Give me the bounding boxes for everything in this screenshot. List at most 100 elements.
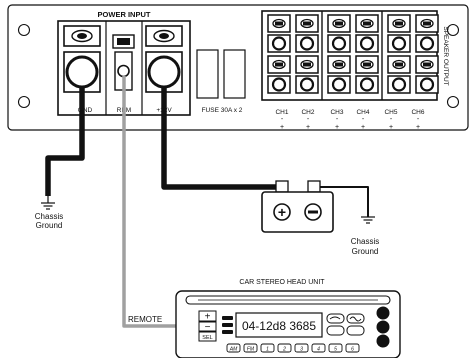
channel-label: CH3 [330,109,343,116]
bplus-terminal [145,25,183,93]
channel-label: CH4 [356,109,369,116]
remote-label: REMOTE [128,315,162,324]
battery-terminal-neg [307,180,321,193]
screw-terminal-icon [327,75,351,94]
channel-pos-sign: + [416,124,420,131]
screw-clamp-icon [415,55,439,74]
preset-button[interactable] [260,343,275,353]
power-input-title: POWER INPUT [98,10,151,19]
screw-clamp-icon [295,55,319,74]
mount-hole-icon [446,95,460,109]
mount-hole-icon [17,95,31,109]
channel-neg-sign: - [307,116,310,123]
screw-clamp-icon [387,14,411,33]
screw-clamp-icon [267,55,291,74]
power-wire [161,88,282,190]
ground-label: Chassis [351,237,379,246]
ground-label: Chassis [35,212,63,221]
mini-button[interactable] [222,330,233,334]
screw-terminal-icon [267,75,291,94]
volume-up-label: + [205,312,211,323]
mini-button[interactable] [222,323,233,327]
eq-button[interactable] [326,313,345,324]
preset-button-label: 2 [282,346,286,352]
speaker-output-block: SPEAKER OUTPUT [261,10,449,101]
preset-button[interactable] [226,343,241,353]
screw-terminal-icon [387,34,411,53]
channel-label: CH6 [411,109,424,116]
preset-button[interactable] [294,343,309,353]
battery-pos-symbol: + [278,204,286,220]
fuse-block: FUSE 30A x 2 [196,49,246,114]
channel-pos-sign: + [280,124,284,131]
preset-button-label: AM [229,346,238,352]
battery-neg-symbol [308,210,318,214]
channel-neg-sign: - [281,116,284,123]
screw-clamp-icon [295,14,319,33]
remote-wire [122,76,178,328]
battery: + [261,180,334,233]
channel-pos-sign: + [361,124,365,131]
chassis-ground-icon [361,216,375,224]
screw-clamp-icon [355,55,379,74]
mode-button[interactable] [346,325,365,336]
mode-button[interactable] [326,325,345,336]
screw-terminal-icon [295,75,319,94]
battery-terminal-pos [275,180,289,193]
fuse-icon [223,49,246,99]
channel-neg-sign: - [336,116,339,123]
mount-hole-icon [17,23,31,37]
channel-neg-sign: - [362,116,365,123]
battery-body [261,191,334,233]
select-label: SEL [202,335,212,341]
head-unit-title: CAR STEREO HEAD UNIT [239,279,325,286]
preset-button[interactable] [243,343,258,353]
screw-terminal-icon [355,75,379,94]
preset-button-label: 1 [266,346,269,352]
mini-button[interactable] [222,316,233,320]
speaker-output-title: SPEAKER OUTPUT [442,26,449,85]
rem-terminal [112,34,135,91]
screw-clamp-icon [267,14,291,33]
screw-clamp-icon [327,55,351,74]
preset-button[interactable] [345,343,360,353]
channel-label: CH2 [301,109,314,116]
ground-label: Ground [352,247,379,256]
channel-label: CH5 [384,109,397,116]
screw-clamp-icon [355,14,379,33]
channel-pos-sign: + [389,124,393,131]
screw-terminal-icon [327,34,351,53]
ground-wire [45,88,85,196]
select-button[interactable] [198,331,217,342]
preset-button-label: FM [247,346,255,352]
channel-neg-sign: - [417,116,420,123]
gnd-terminal [63,25,101,93]
gnd-label: GND [78,107,93,114]
preset-button[interactable] [277,343,292,353]
preset-button[interactable] [328,343,343,353]
volume-down-button[interactable] [198,321,217,332]
channel-neg-sign: - [390,116,393,123]
screw-terminal-icon [295,34,319,53]
fuse-label: FUSE 30A x 2 [202,107,243,114]
display-readout: 04-12d8 3685 [242,319,316,333]
volume-up-button[interactable] [198,310,217,322]
preset-button-label: 6 [351,346,354,352]
knob-icon[interactable] [376,320,390,334]
preset-button-label: 5 [334,346,337,352]
screw-terminal-icon [387,75,411,94]
preset-button-label: 3 [300,346,303,352]
ground-label: Ground [36,221,63,230]
screw-clamp-icon [387,55,411,74]
screw-terminal-icon [355,34,379,53]
mount-hole-icon [446,23,460,37]
knob-icon[interactable] [376,306,390,320]
volume-down-label: − [205,322,211,333]
battery-ground-wire [314,186,369,217]
preset-button[interactable] [311,343,326,353]
screw-terminal-icon [415,75,439,94]
knob-icon[interactable] [376,334,390,348]
